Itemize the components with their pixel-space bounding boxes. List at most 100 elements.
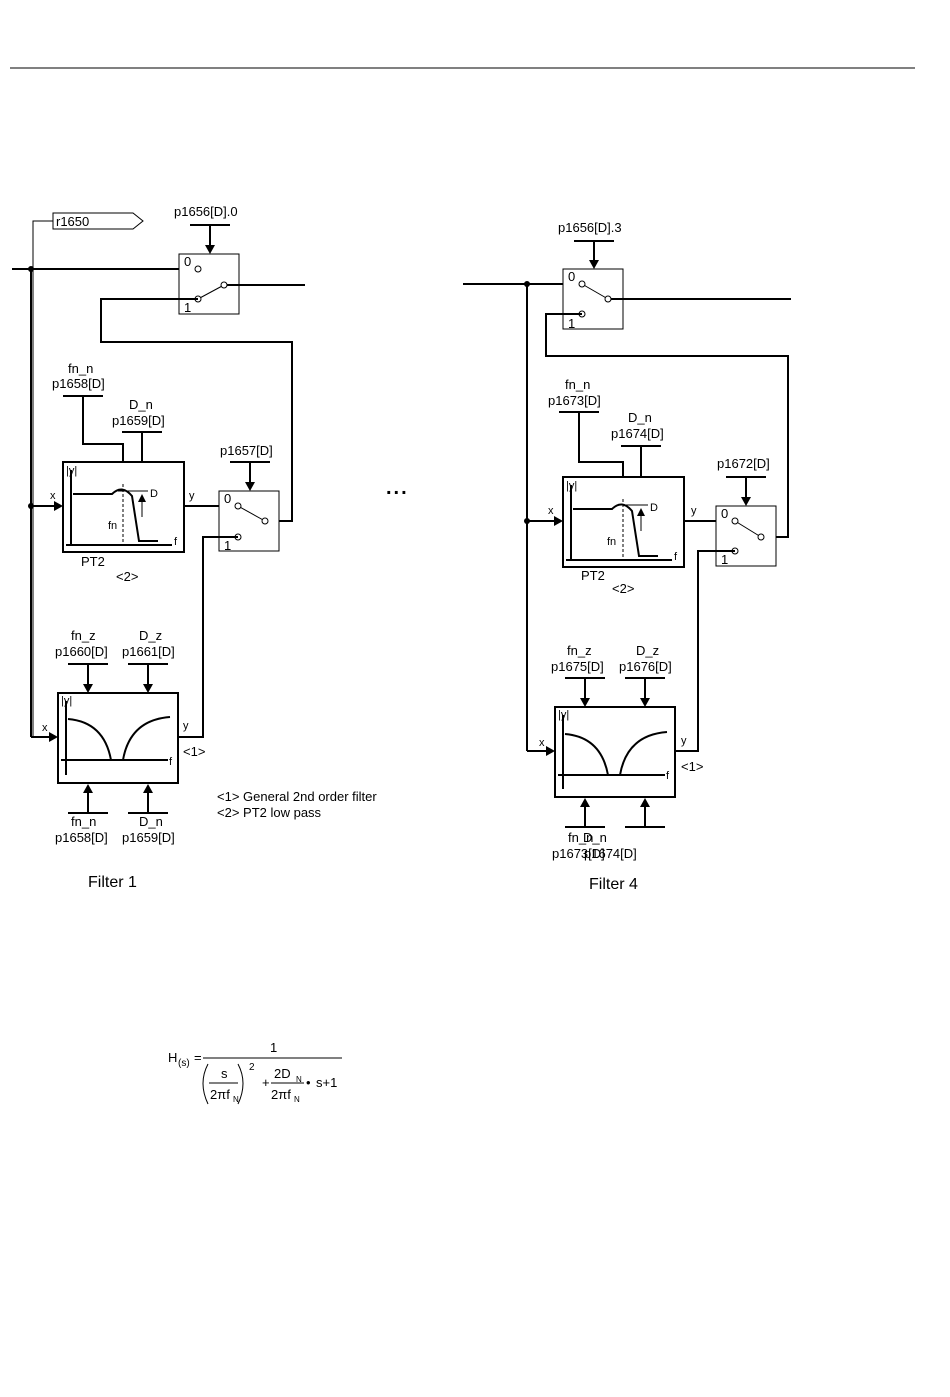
formula-sub-n: N xyxy=(233,1095,239,1104)
input-x-label: x xyxy=(548,505,554,517)
arrow-up-icon xyxy=(580,798,590,807)
axis-y-label: |y| xyxy=(566,480,577,492)
formula-square: 2 xyxy=(249,1062,255,1073)
switch-input-0-label: 0 xyxy=(224,491,231,506)
arrow-right-icon xyxy=(54,501,63,511)
filter4-switch-mid xyxy=(715,505,777,567)
filter4-feedback-wire xyxy=(545,313,789,538)
formula-equals: = xyxy=(194,1050,202,1065)
formula-numerator: 1 xyxy=(270,1040,277,1055)
damping-marker-label: D xyxy=(650,502,658,514)
arrow-down-icon xyxy=(741,497,751,506)
formula-2pifn-b: 2πf xyxy=(271,1087,291,1102)
arrow-right-icon xyxy=(554,516,563,526)
formula-left-paren xyxy=(202,1063,209,1105)
arrow-down-icon xyxy=(143,684,153,693)
filter4-gen-dz-label: D_z xyxy=(636,643,659,658)
filter1-pt2-fn-label: fn_n xyxy=(68,361,93,376)
formula-bullet: • xyxy=(306,1075,311,1090)
arrow-down-icon xyxy=(245,482,255,491)
legend-line-1: <1> General 2nd order filter xyxy=(217,789,377,804)
filter4-switch-top-param: p1656[D].3 xyxy=(558,220,622,235)
frequency-marker-label: fn xyxy=(607,536,616,548)
input-x-label: x xyxy=(539,737,545,749)
switch-input-1-label: 1 xyxy=(184,300,191,315)
filter1-switch-top-param: p1656[D].0 xyxy=(174,204,238,219)
switch-contact xyxy=(197,284,225,300)
filter4-gen-dn-param: p1674[D] xyxy=(584,846,637,861)
formula-lhs-subscript: (s) xyxy=(178,1058,190,1069)
notch-curve-right xyxy=(619,731,668,776)
axis-f-label: f xyxy=(174,536,178,548)
filter4-title: Filter 4 xyxy=(589,876,638,893)
formula-plus: + xyxy=(262,1075,270,1090)
filter1-gen-fz-label: fn_z xyxy=(71,628,96,643)
formula-s: s xyxy=(221,1066,228,1081)
filter4-gen-dn-label: D_n xyxy=(583,830,607,845)
formula-tail: s+1 xyxy=(316,1075,337,1090)
filter4-pt2-name: PT2 xyxy=(581,568,605,583)
legend-line-2: <2> PT2 low pass xyxy=(217,805,322,820)
axis-f-label: f xyxy=(666,770,670,782)
filter1-feedback-wire xyxy=(100,298,293,522)
arrow-up-icon xyxy=(637,508,645,516)
switch-input-1-label: 1 xyxy=(568,316,575,331)
filter4-pt2-fn-label: fn_n xyxy=(565,377,590,392)
arrow-down-icon xyxy=(205,245,215,254)
switch-input-1-label: 1 xyxy=(224,538,231,553)
arrow-up-icon xyxy=(143,784,153,793)
notch-curve-right xyxy=(122,716,171,761)
input-x-label: x xyxy=(50,490,56,502)
arrow-right-icon xyxy=(546,746,555,756)
arrow-up-icon xyxy=(138,494,146,502)
arrow-up-icon xyxy=(640,798,650,807)
filter1-gen-dn-label: D_n xyxy=(139,814,163,829)
frequency-marker-label: fn xyxy=(108,520,117,532)
formula-right-paren xyxy=(237,1063,244,1105)
output-y-label: y xyxy=(681,735,687,747)
filter1-switch-mid-param: p1657[D] xyxy=(220,443,273,458)
filter4-switch-mid-param: p1672[D] xyxy=(717,456,770,471)
filter4-gen-fz-label: fn_z xyxy=(567,643,592,658)
filter4-gen-fz-param: p1675[D] xyxy=(551,659,604,674)
filter1-pt2-fn-wire xyxy=(82,396,124,462)
switch-input-0-label: 0 xyxy=(184,254,191,269)
filter4-gen-output-wire xyxy=(675,550,735,752)
switch-input-0-label: 0 xyxy=(721,506,728,521)
arrow-up-icon xyxy=(83,784,93,793)
switch-contact xyxy=(237,505,266,522)
formula-lhs: H xyxy=(168,1050,177,1065)
filter4-pt2-d-param: p1674[D] xyxy=(611,426,664,441)
filter4-pt2-fn-param: p1673[D] xyxy=(548,393,601,408)
filter1-pt2-d-param: p1659[D] xyxy=(112,413,165,428)
ellipsis: ... xyxy=(386,477,409,499)
filter1-gen-fn-param: p1658[D] xyxy=(55,830,108,845)
filter1-gen-output-wire xyxy=(178,536,238,738)
notch-curve-left xyxy=(67,718,112,761)
filter1-pt2-ref: <2> xyxy=(116,569,138,584)
filter4-gen-fn-param: p1673[D] xyxy=(552,846,605,861)
output-y-label: y xyxy=(183,720,189,732)
filter1-gen-dn-param: p1659[D] xyxy=(122,830,175,845)
switch-input-1-label: 1 xyxy=(721,552,728,567)
filter1-gen-ref: <1> xyxy=(183,744,205,759)
filter4-gen-fn-label: fn_n xyxy=(568,830,593,845)
filter1-pt2-name: PT2 xyxy=(81,554,105,569)
filter1-gen-fn-label: fn_n xyxy=(71,814,96,829)
axis-y-label: |y| xyxy=(61,695,72,707)
damping-marker-label: D xyxy=(150,488,158,500)
filter1-gen-fz-param: p1660[D] xyxy=(55,644,108,659)
filter1-pt2-fn-param: p1658[D] xyxy=(52,376,105,391)
connector-r1650 xyxy=(52,212,144,230)
switch-contact xyxy=(734,520,762,538)
arrow-down-icon xyxy=(83,684,93,693)
arrow-down-icon xyxy=(589,260,599,269)
output-y-label: y xyxy=(691,505,697,517)
axis-f-label: f xyxy=(674,551,678,563)
output-y-label: y xyxy=(189,490,195,502)
notch-curve-left xyxy=(564,733,609,776)
filter4-diagram: p1656[D].3 0 1 fn_n p1673[D] D_n p1674[D… xyxy=(463,220,791,893)
formula-2d: 2D xyxy=(274,1066,291,1081)
filter4-pt2-d-label: D_n xyxy=(628,410,652,425)
